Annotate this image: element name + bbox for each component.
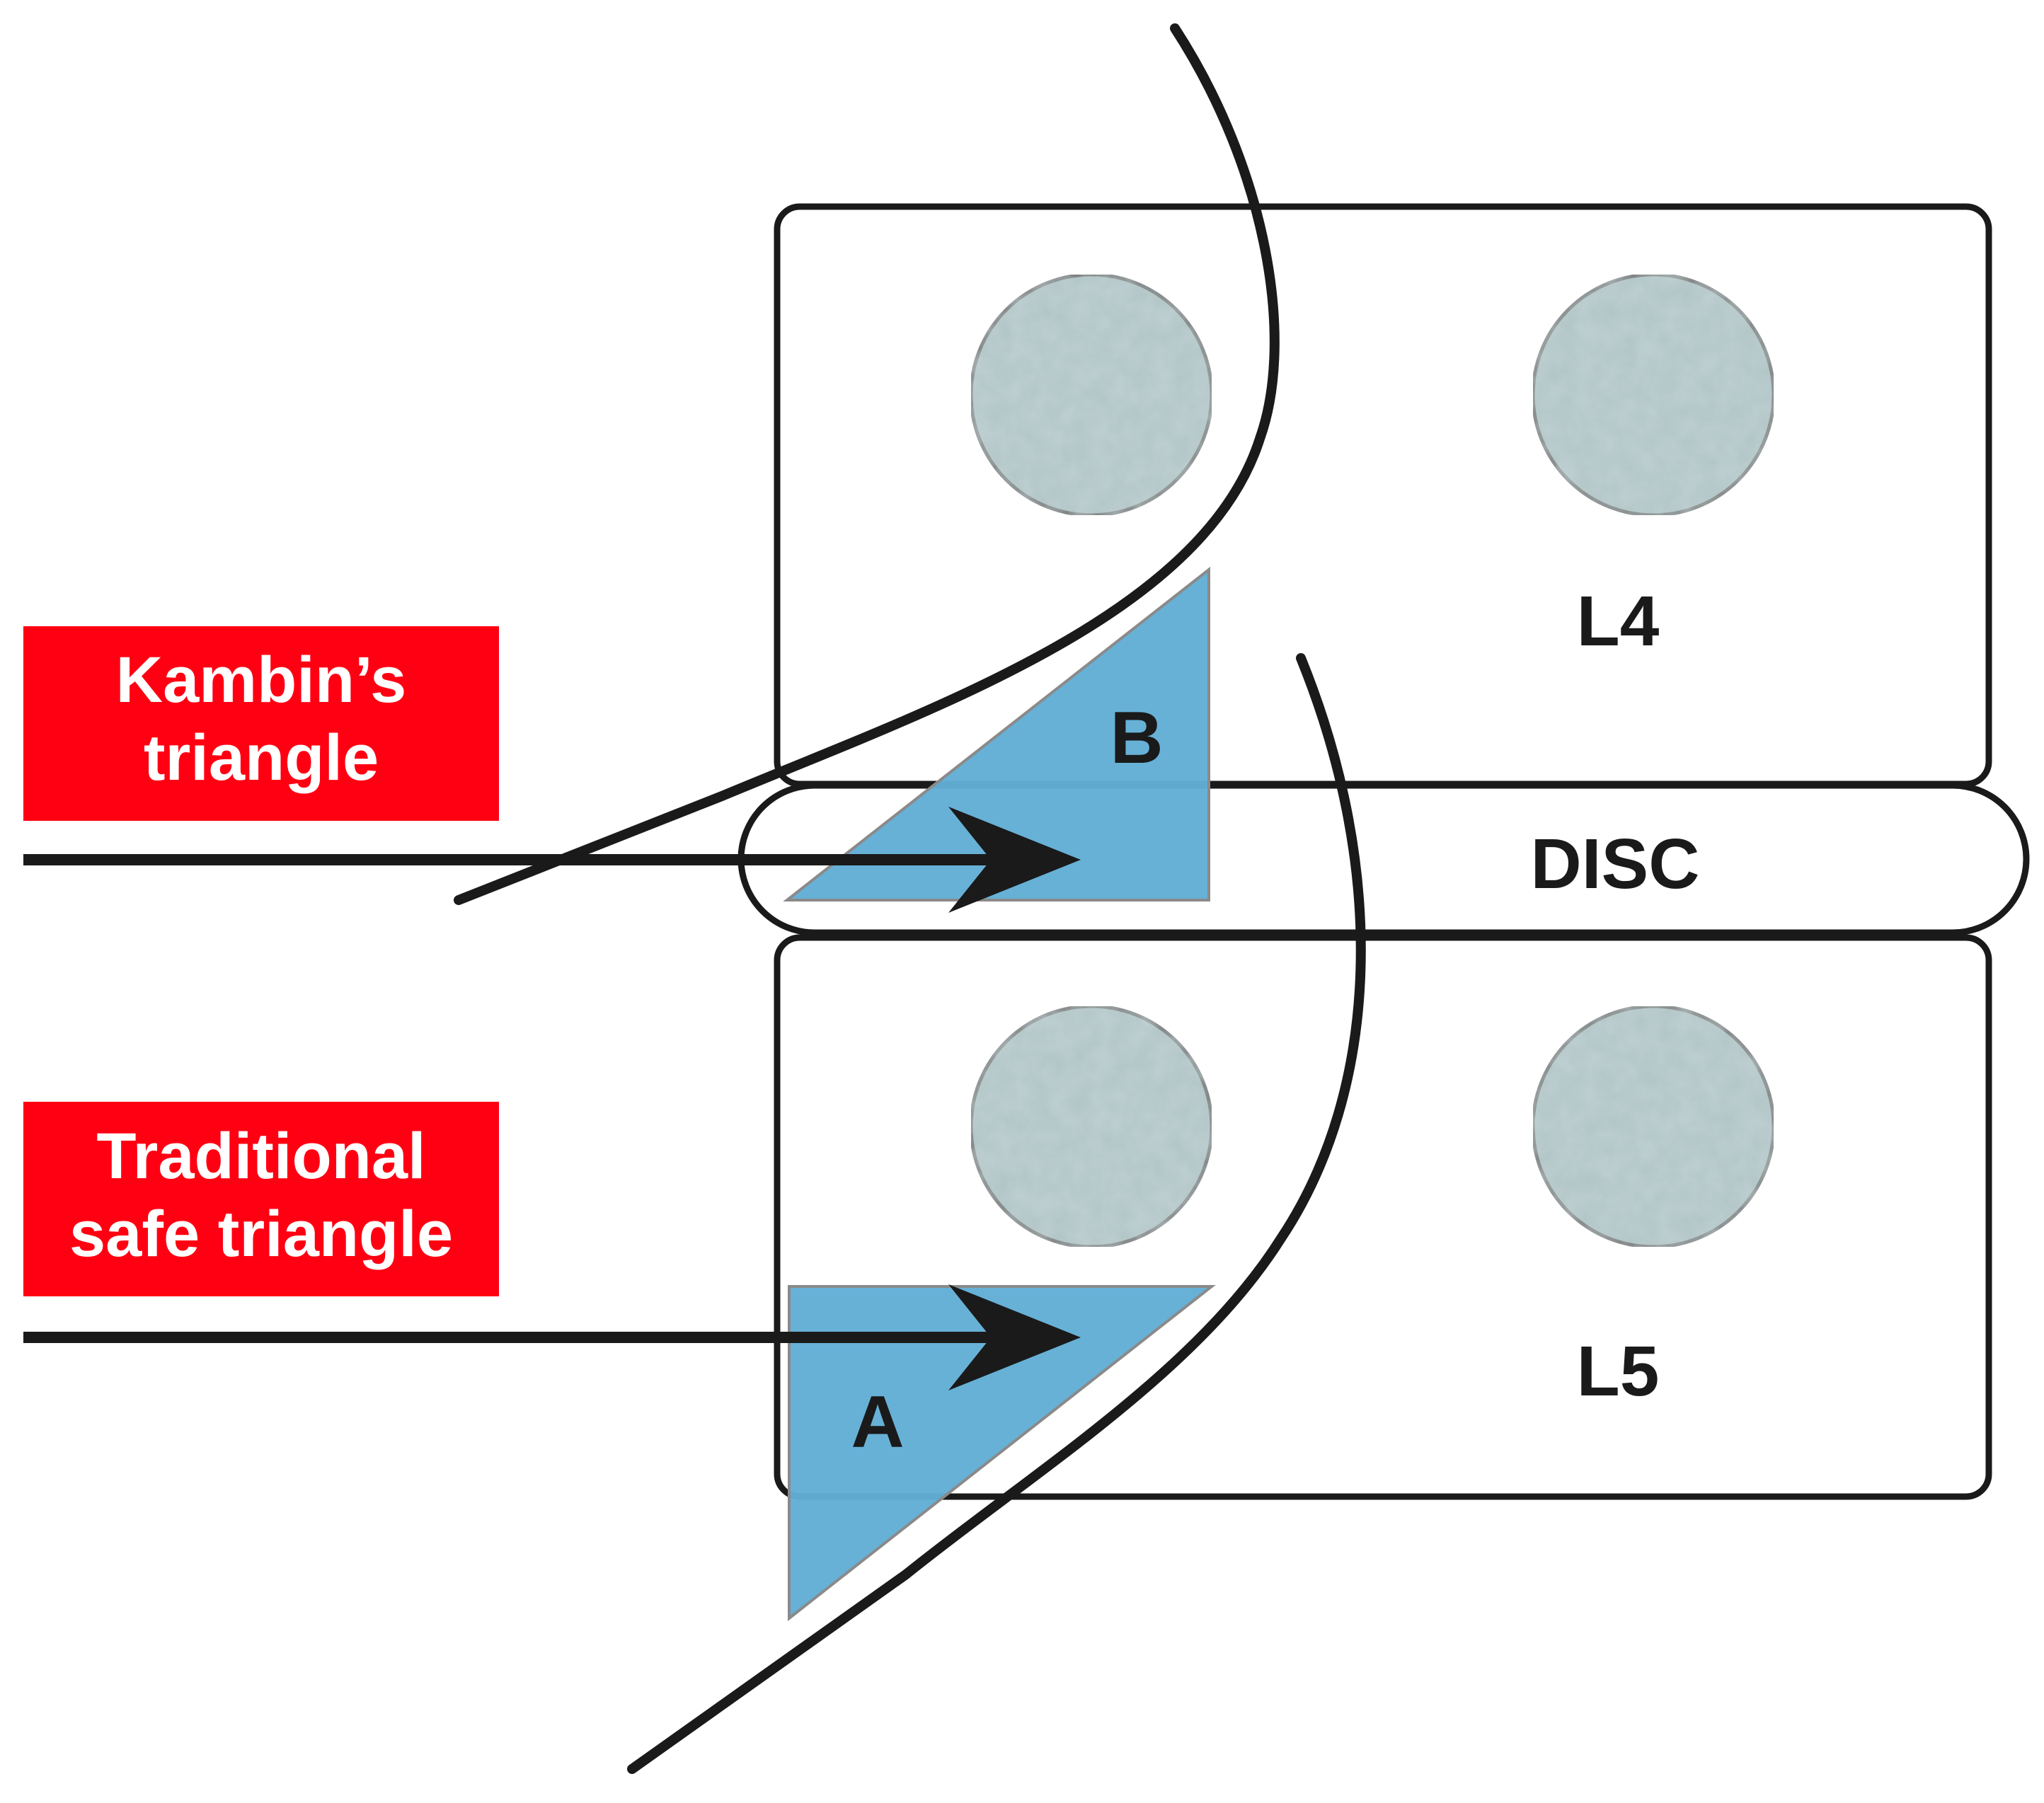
- traditional-callout-line1: Traditional: [96, 1120, 425, 1192]
- triangle-b-label: B: [1110, 697, 1163, 779]
- l5-left-pedicle: [969, 1004, 1214, 1249]
- triangle-a-label: A: [851, 1381, 904, 1463]
- kambin-callout-box: [23, 626, 499, 821]
- kambin-approach-arrow: [23, 807, 1081, 913]
- l5-label: L5: [1577, 1332, 1660, 1411]
- kambin-callout-line2: triangle: [144, 722, 379, 794]
- exiting-nerve-root: [454, 23, 1280, 905]
- kambin-triangle-callout: Kambin’s triangle: [23, 626, 499, 821]
- traditional-approach-arrow: [23, 1284, 1081, 1390]
- l4-right-pedicle: [1531, 272, 1776, 517]
- l4-left-pedicle: [969, 272, 1214, 517]
- traditional-triangle-callout: Traditional safe triangle: [23, 1102, 499, 1296]
- traditional-triangle-a: [788, 1285, 1216, 1622]
- l4-label: L4: [1577, 582, 1660, 661]
- traditional-callout-box: [23, 1102, 499, 1296]
- disc-label: DISC: [1531, 824, 1700, 904]
- kambin-callout-line1: Kambin’s: [116, 644, 407, 716]
- traversing-nerve-root: [627, 653, 1366, 1774]
- kambin-triangle-b: [783, 566, 1210, 902]
- l5-right-pedicle: [1531, 1004, 1776, 1249]
- traditional-callout-line2: safe triangle: [69, 1198, 453, 1270]
